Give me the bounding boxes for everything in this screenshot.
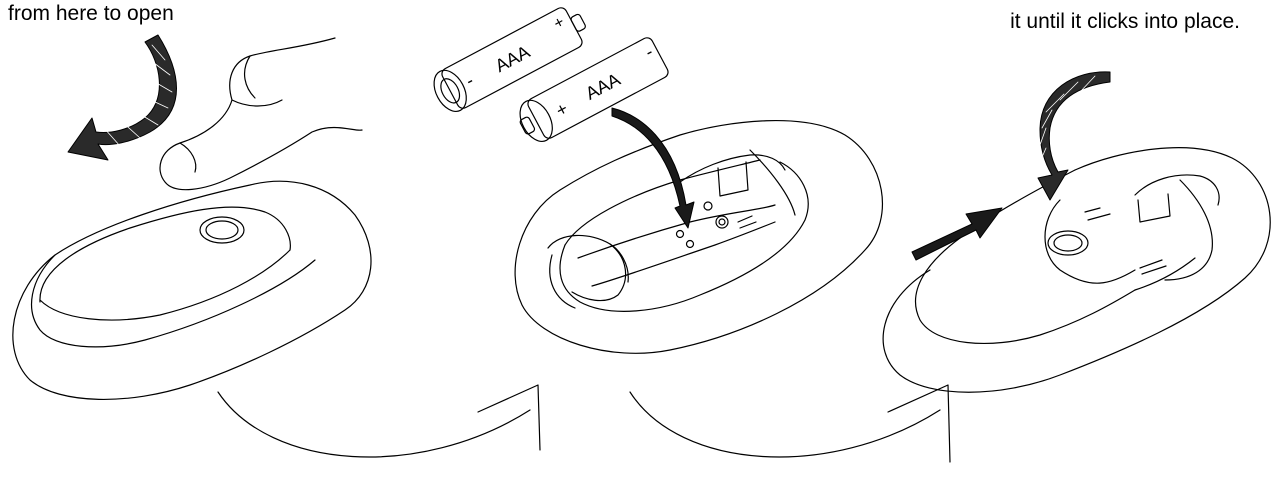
- step2-open-remote: [515, 121, 882, 354]
- battery-type-label: AAA: [492, 42, 533, 77]
- flow-arrow-icon: [630, 385, 950, 462]
- curved-arrow-icon: [1038, 72, 1110, 200]
- push-arrow-icon: [912, 208, 1002, 260]
- step3-closing-remote: [883, 148, 1270, 393]
- battery-icon: AAA - +: [428, 1, 593, 117]
- insert-arrow-icon: [612, 108, 694, 228]
- curved-arrow-icon: [68, 35, 177, 160]
- finger-press-icon: [160, 38, 362, 190]
- battery-type-label: AAA: [582, 69, 623, 104]
- battery-plus-label: +: [551, 14, 567, 33]
- battery-plus-label: +: [553, 98, 572, 121]
- step1-closed-remote: [13, 181, 371, 399]
- flow-arrow-icon: [218, 385, 540, 457]
